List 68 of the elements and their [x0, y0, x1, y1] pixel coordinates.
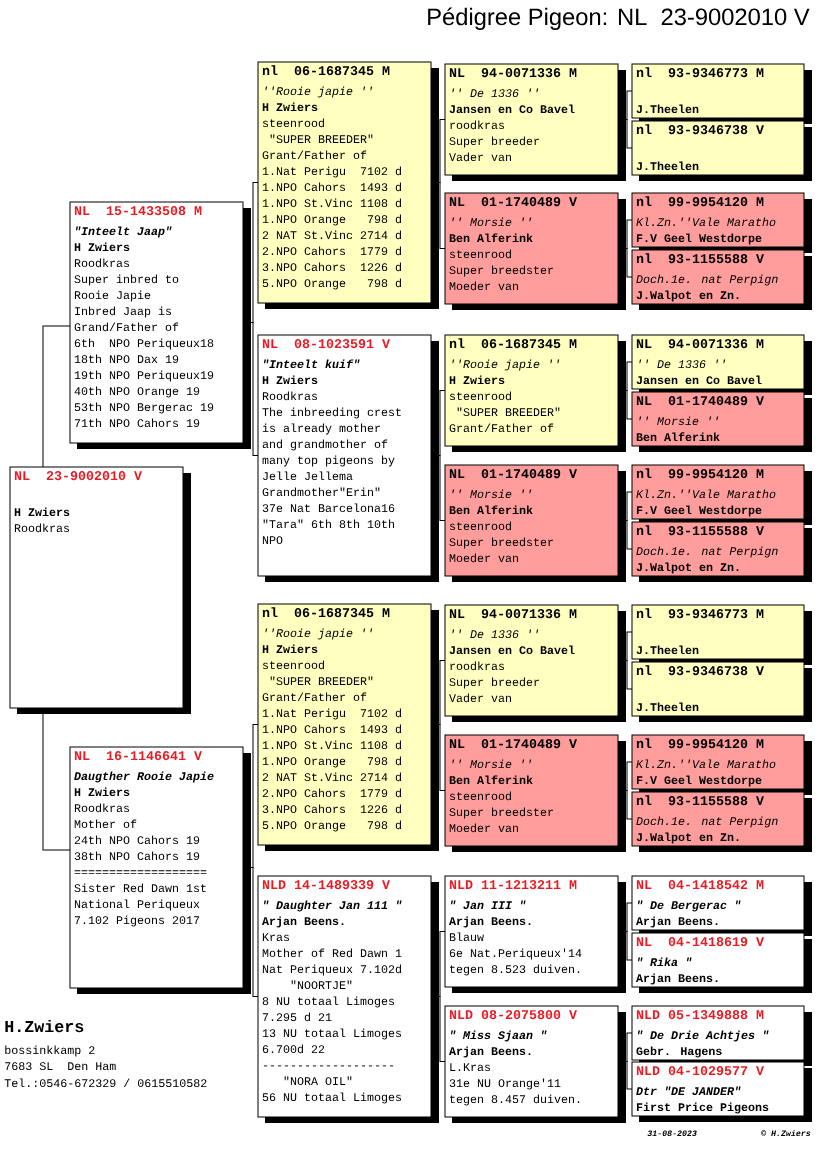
- connector-line: [42, 713, 71, 851]
- pedigree-box: nl 99-9954120 M Kl.Zn.''Vale Maratho F.V Geel Westdorpe: [631, 192, 812, 253]
- pedigree-box: nl 93-9346773 M J.Theelen: [631, 63, 812, 124]
- connector-line: [437, 455, 446, 521]
- pedigree-box: nl 06-1687345 M ''Rooie japie '' H Zwiers steenrood "SUPER BREEDER" Grant/Father of: [444, 334, 626, 452]
- pedigree-box: NL 01-1740489 V '' Morsie '' Ben Alferink steenrood Super breedster Moeder van: [444, 734, 626, 852]
- pedigree-box: NLD 04-1029577 V Dtr "DE JANDER" First Price Pigeons: [631, 1061, 812, 1122]
- connector-line: [249, 724, 259, 868]
- connector-line: [624, 1032, 633, 1062]
- pedigree-box: NL 23-9002010 V H Zwiers Roodkras: [9, 466, 191, 714]
- connector-line: [437, 724, 446, 791]
- connector-line: [437, 390, 446, 456]
- address-line: 7683 SL Den Ham: [5, 1062, 116, 1071]
- pedigree-box: NL 94-0071336 M '' De 1336 '' Jansen en Co Bavel: [631, 334, 812, 395]
- pedigree-box: NL 15-1433508 M "Inteelt Jaap" H Zwiers Roodkras Super inbred to Rooie Japie Inbred Jaap is Grand/Father of 6th NPO Periqueux18 18th NPO Dax 19 19th NPO Periqueux19 40th NPO Orange 19 53th NPO Bergerac 19 71th NPO Cahors 19: [69, 201, 251, 449]
- pedigree-box: nl 93-1155588 V Doch.1e. nat Perpign J.Walpot en Zn.: [631, 249, 812, 310]
- pedigree-box: nl 93-1155588 V Doch.1e. nat Perpign J.Walpot en Zn.: [631, 791, 812, 852]
- connector-line: [624, 361, 633, 391]
- phone-number: Tel.:0546-672329 / 0615510582: [4, 1078, 207, 1088]
- connector-line: [624, 390, 633, 420]
- pedigree-box: nl 93-9346773 M J.Theelen: [631, 604, 812, 665]
- connector-line: [624, 119, 633, 149]
- connector-line: [624, 491, 633, 521]
- pedigree-box: nl 06-1687345 M ''Rooie japie '' H Zwiers steenrood "SUPER BREEDER" Grant/Father of 1.Nat Perigu 7102 d 1.NPO Cahors 1493 d 1.NPO St.Vinc 1108 d 1.NPO Orange 798 d 2 NAT St.Vinc 2714 d 2.NPO Cahors 1779 d 3.NPO Cahors 1226 d 5.NPO Orange 798 d: [257, 61, 439, 309]
- page-title: Pédigree Pigeon: NL 23-9002010 V: [428, 7, 810, 30]
- connector-line: [624, 790, 633, 820]
- connector-line: [624, 631, 633, 661]
- connector-line: [624, 219, 633, 249]
- pedigree-box: nl 06-1687345 M ''Rooie japie '' H Zwiers steenrood "SUPER BREEDER" Grant/Father of 1.Nat Perigu 7102 d 1.NPO Cahors 1493 d 1.NPO St.Vinc 1108 d 1.NPO Orange 798 d 2 NAT St.Vinc 2714 d 2.NPO Cahors 1779 d 3.NPO Cahors 1226 d 5.NPO Orange 798 d: [257, 603, 439, 851]
- address-line: bossinkkamp 2: [5, 1045, 95, 1057]
- connector-line: [624, 902, 633, 932]
- pedigree-box: nl 93-9346738 V J.Theelen: [631, 661, 812, 722]
- pedigree-box: NL 04-1418619 V " Rika " Arjan Beens.: [631, 932, 812, 993]
- connector-line: [437, 996, 446, 1062]
- connector-line: [624, 520, 633, 550]
- pedigree-box: nl 93-1155588 V Doch.1e. nat Perpign J.Walpot en Zn.: [631, 521, 812, 582]
- pedigree-box: NLD 11-1213211 M " Jan III " Arjan Beens. Blauw 6e Nat.Periqueux'14 tegen 8.523 duiven.: [444, 875, 626, 993]
- pedigree-box: NLD 05-1349888 M " De Drie Achtjes " Gebr. Hagens: [631, 1005, 812, 1066]
- connector-line: [624, 931, 633, 961]
- breeder-name: H.Zwiers: [5, 1019, 84, 1033]
- pedigree-box: nl 99-9954120 M Kl.Zn.''Vale Maratho F.V Geel Westdorpe: [631, 734, 812, 795]
- pedigree-box: nl 93-9346738 V J.Theelen: [631, 120, 812, 181]
- copyright-note: © H.Zwiers: [761, 1130, 811, 1137]
- pedigree-box: NL 01-1740489 V '' Morsie '' Ben Alferink steenrood Super breedster Moeder van: [444, 464, 626, 582]
- connector-line: [437, 931, 446, 997]
- connector-line: [624, 660, 633, 690]
- connector-line: [249, 182, 259, 323]
- connector-line: [249, 867, 259, 997]
- pedigree-box: NL 08-1023591 V "Inteelt kuif" H Zwiers Roodkras The inbreeding crest is already mother and grandmother of many top pigeons by Jelle Jellema Grandmother"Erin" 37e Nat Barcelona16 "Tara" 6th 8th 10th NPO: [257, 334, 439, 582]
- pedigree-box: NL 01-1740489 V '' Morsie '' Ben Alferink steenrood Super breedster Moeder van: [444, 192, 626, 310]
- pedigree-box: NL 94-0071336 M '' De 1336 '' Jansen en Co Bavel roodkras Super breeder Vader van: [444, 604, 626, 722]
- connector-line: [437, 182, 446, 249]
- connector-line: [42, 325, 71, 468]
- connector-line: [624, 248, 633, 278]
- connector-line: [624, 90, 633, 120]
- print-date: 31-08-2023: [647, 1130, 697, 1137]
- connector-line: [249, 322, 259, 456]
- connector-line: [624, 1061, 633, 1090]
- connector-line: [624, 761, 633, 791]
- pedigree-box: NLD 14-1489339 V " Daughter Jan 111 " Arjan Beens. Kras Mother of Red Dawn 1 Nat Periqueux 7.102d "NOORTJE" 8 NU totaal Limoges 7.295 d 21 13 NU totaal Limoges 6.700d 22 ------------------- "NORA OIL" 56 NU totaal Limoges: [257, 875, 439, 1123]
- connector-line: [437, 119, 446, 183]
- pedigree-box: NLD 08-2075800 V " Miss Sjaan " Arjan Beens. L.Kras 31e NU Orange'11 tegen 8.457 duiven.: [444, 1005, 626, 1123]
- pedigree-box: NL 04-1418542 M " De Bergerac " Arjan Beens.: [631, 875, 812, 936]
- pedigree-box: NL 16-1146641 V Daugther Rooie Japie H Zwiers Roodkras Mother of 24th NPO Cahors 19 38th NPO Cahors 19 =================== Sister Red Dawn 1st National Periqueux 7.102 Pigeons 2017: [69, 746, 251, 994]
- pedigree-box: NL 01-1740489 V '' Morsie '' Ben Alferink: [631, 391, 812, 452]
- connector-line: [437, 660, 446, 725]
- pedigree-box: nl 99-9954120 M Kl.Zn.''Vale Maratho F.V Geel Westdorpe: [631, 464, 812, 525]
- pedigree-box: NL 94-0071336 M '' De 1336 '' Jansen en Co Bavel roodkras Super breeder Vader van: [444, 63, 626, 181]
